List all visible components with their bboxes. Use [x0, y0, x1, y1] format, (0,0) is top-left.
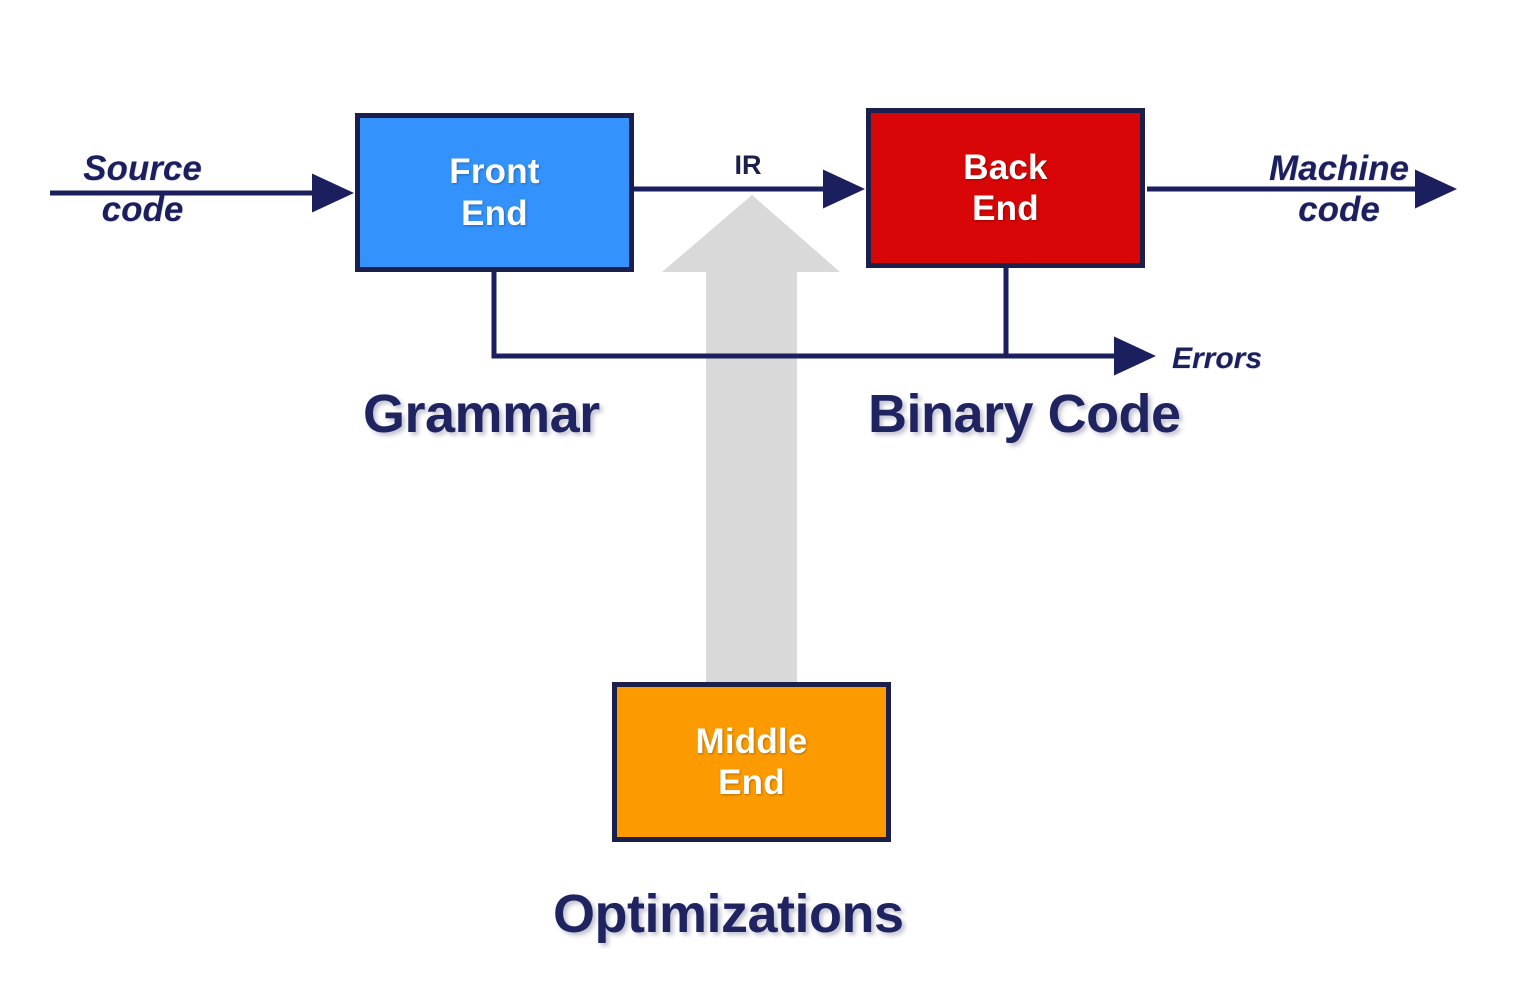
node-middle-end[interactable]: Middle End [612, 682, 891, 842]
node-back-end-label-line2: End [972, 189, 1039, 228]
label-ir: IR [734, 150, 762, 180]
node-middle-end-label-line2: End [718, 763, 785, 802]
label-errors: Errors [1172, 342, 1263, 375]
caption-optimizations: Optimizations [553, 884, 904, 944]
caption-binary-code: Binary Code [868, 384, 1181, 444]
caption-grammar: Grammar [363, 384, 600, 444]
node-front-end-label-line1: Front [449, 152, 540, 192]
label-machine-code: Machine code [1258, 148, 1420, 231]
node-back-end-label-line1: Back [963, 147, 1048, 187]
label-machine-code-line1: Machine [1268, 149, 1410, 188]
node-middle-end-label-line1: Middle [695, 721, 808, 761]
up-arrow-icon [662, 195, 840, 700]
edge-front-end-to-errors [491, 272, 1156, 376]
node-back-end[interactable]: Back End [866, 108, 1145, 268]
node-front-end[interactable]: Front End [355, 113, 634, 272]
label-machine-code-line2: code [1298, 190, 1380, 230]
node-front-end-label-line2: End [461, 193, 528, 233]
label-source-code: Source code [70, 148, 215, 231]
label-source-code-line2: code [101, 190, 184, 230]
label-source-code-line1: Source [83, 149, 202, 188]
